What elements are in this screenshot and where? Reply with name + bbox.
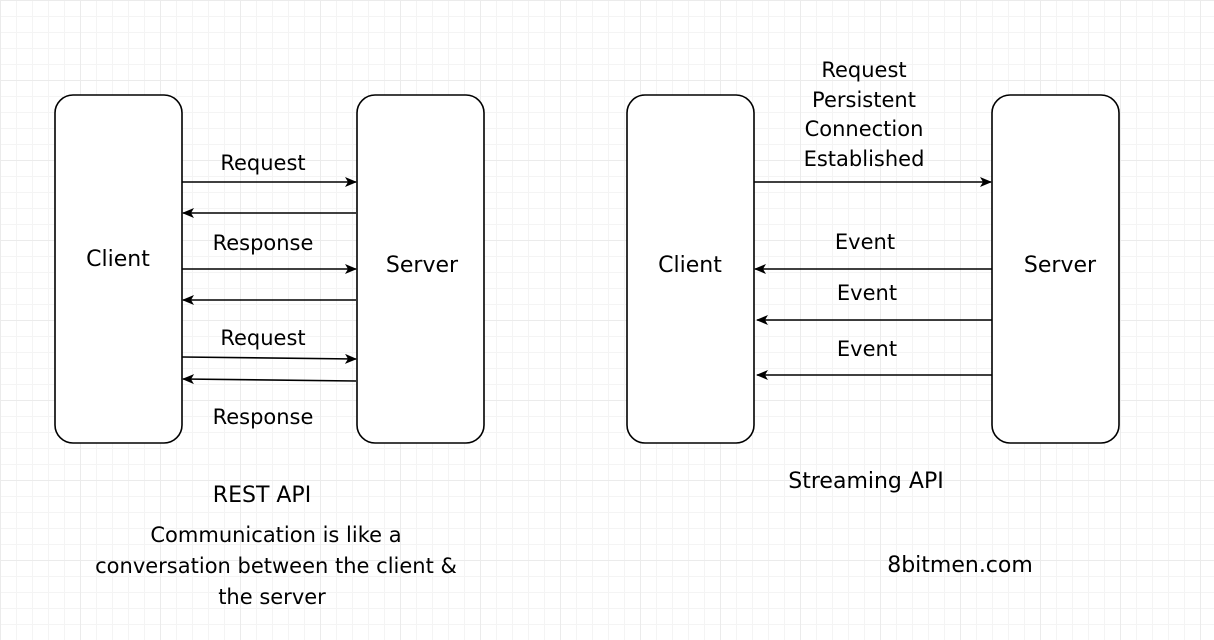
rest-server-label: Server (386, 253, 459, 278)
rest-caption-line-2: conversation between the client & (95, 554, 457, 578)
streaming-api-title: Streaming API (788, 469, 943, 494)
streaming-client-label: Client (658, 253, 722, 278)
streaming-server-label: Server (1024, 253, 1097, 278)
rest-response-arrow-3 (182, 374, 357, 385)
rest-api-panel: Client Server Request Response Request R… (54, 94, 485, 609)
rest-client-label: Client (86, 247, 150, 272)
streaming-request-line-2: Persistent (812, 88, 916, 112)
rest-arrow-label-request-2: Request (220, 326, 305, 350)
streaming-request-line-4: Established (804, 147, 925, 171)
rest-arrow-label-response-1: Response (213, 231, 314, 255)
streaming-request-line-3: Connection (805, 117, 924, 141)
streaming-event-label-3: Event (837, 337, 897, 361)
streaming-api-panel: Client Server Request Persistent Connect… (626, 58, 1120, 494)
rest-arrow-label-response-2: Response (213, 405, 314, 429)
rest-caption-line-1: Communication is like a (150, 523, 401, 547)
rest-arrow-label-request-1: Request (220, 151, 305, 175)
rest-server-box (356, 94, 485, 444)
rest-api-title: REST API (213, 483, 311, 508)
streaming-event-label-1: Event (835, 230, 895, 254)
streaming-request-line-1: Request (821, 58, 906, 82)
rest-request-arrow-3 (181, 353, 357, 364)
credit-watermark: 8bitmen.com (887, 553, 1033, 578)
rest-caption-line-3: the server (218, 585, 326, 609)
streaming-event-label-2: Event (837, 281, 897, 305)
